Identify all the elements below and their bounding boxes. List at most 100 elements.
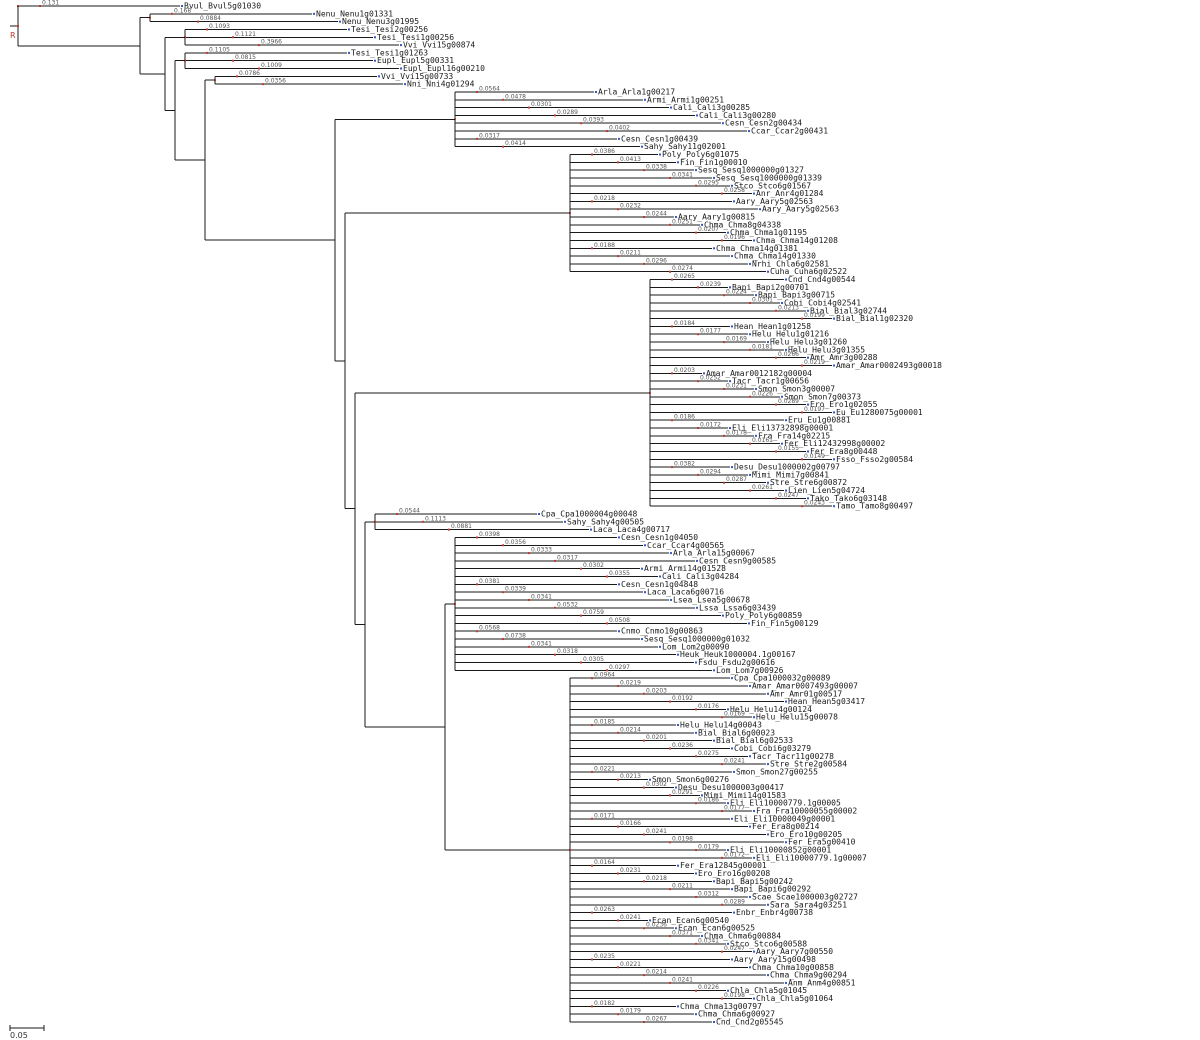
- tip-label: Fin_Fin1g00010: [680, 158, 748, 167]
- node-marker: [695, 989, 697, 992]
- branch-length-label: 0.0201: [646, 734, 667, 741]
- tip-label: Nrhi_Chla6g02581: [752, 259, 829, 268]
- tip-label: Vvi_Vvi15g00874: [403, 41, 475, 50]
- branch-length-label: 0.0232: [620, 203, 641, 210]
- node-marker: [671, 372, 673, 375]
- tip-marker: [753, 716, 755, 719]
- tip-marker: [404, 83, 406, 86]
- node-marker: [591, 153, 593, 156]
- node-marker: [617, 872, 619, 875]
- tip-marker: [755, 387, 757, 390]
- tip-label: Chla_Chla5g01045: [730, 986, 807, 995]
- node-marker: [476, 630, 478, 633]
- scale-bar: 0.05: [9, 1025, 45, 1040]
- node-marker: [671, 278, 673, 281]
- branch-length-label: 0.0179: [620, 1008, 641, 1015]
- tip-marker: [749, 825, 751, 828]
- branch-length-label: 0.0786: [239, 70, 260, 77]
- branch-length-label: 0.0414: [505, 140, 526, 147]
- node-marker: [617, 255, 619, 258]
- tip-label: Bapi_Bapi3g00715: [758, 291, 835, 300]
- branch-length-label: 0.0381: [479, 578, 500, 585]
- branch-length-label: 0.0274: [672, 265, 693, 272]
- node-marker: [528, 645, 530, 648]
- tip-marker: [727, 849, 729, 852]
- tip-label: Hean_Hean5g03417: [788, 697, 865, 706]
- tip-label: Eu_Eu1280075g00001: [836, 408, 923, 417]
- node-marker: [643, 169, 645, 172]
- node-marker: [476, 90, 478, 93]
- tip-marker: [807, 356, 809, 359]
- branch-length-label: 0.0164: [594, 859, 615, 866]
- tip-label: Tesi_Tesi1g01263: [351, 48, 428, 57]
- tip-label: Eru_Eu1g00881: [788, 416, 851, 425]
- node-marker: [697, 380, 699, 383]
- node-marker: [502, 98, 504, 101]
- node-marker: [671, 325, 673, 328]
- tip-label: Amr_Amr3g00288: [810, 353, 878, 362]
- node-marker: [591, 864, 593, 867]
- node-marker: [669, 223, 671, 226]
- node-marker: [606, 622, 608, 625]
- tip-label: Hean_Hean1g01258: [734, 322, 811, 331]
- tip-label: Amar_Amar0012182g00004: [706, 369, 812, 378]
- node-marker: [606, 130, 608, 133]
- tip-marker: [675, 927, 677, 930]
- branch-length-label: 0.0172: [724, 851, 745, 858]
- branch-length-label: 0.1121: [235, 31, 256, 38]
- tip-marker: [595, 90, 597, 93]
- tip-marker: [696, 559, 698, 562]
- branch-length-label: 0.0289: [724, 898, 745, 905]
- node-marker: [671, 419, 673, 422]
- branch-length-label: 0.0166: [620, 820, 641, 827]
- tip-label: Mimi_Mimi7g00841: [752, 470, 829, 479]
- branch-length-label: 0.0221: [620, 961, 641, 968]
- tip-label: Lom_Lom7g00926: [716, 666, 784, 675]
- tip-marker: [703, 372, 705, 375]
- branch-length-label: 0.0815: [235, 54, 256, 61]
- tip-marker: [785, 841, 787, 844]
- tip-marker: [727, 989, 729, 992]
- node-marker: [643, 880, 645, 883]
- tip-marker: [670, 106, 672, 109]
- node-marker: [695, 755, 697, 758]
- tip-marker: [313, 12, 315, 15]
- tip-label: Helu_Helu14g00043: [680, 721, 762, 730]
- tip-marker: [833, 364, 835, 367]
- node-marker: [422, 520, 424, 523]
- branch-length-label: 0.0178: [726, 429, 747, 436]
- node-marker: [171, 12, 173, 15]
- node-marker: [695, 942, 697, 945]
- branch-length-label: 0.0207: [698, 226, 719, 233]
- tip-marker: [722, 122, 724, 125]
- branch-length-label: 0.0211: [672, 883, 693, 890]
- node-marker: [643, 262, 645, 265]
- node-marker: [206, 28, 208, 31]
- tip-label: Anm_Anm4g00851: [788, 978, 856, 987]
- tip-label: Fer_Era8g00214: [752, 822, 820, 831]
- node-marker: [232, 59, 234, 62]
- branch-length-label: 0.0241: [646, 828, 667, 835]
- node-marker: [591, 958, 593, 961]
- tip-marker: [729, 427, 731, 430]
- tip-label: Cpa_Cpa1000032g00089: [734, 674, 831, 683]
- tip-marker: [378, 75, 380, 78]
- node-marker: [695, 802, 697, 805]
- branch-length-label: 0.0236: [646, 922, 667, 929]
- branch-length-label: 0.0199: [804, 312, 825, 319]
- tip-marker: [713, 739, 715, 742]
- tip-label: Helu_Helu1g01216: [752, 330, 829, 339]
- tip-label: Ero_Ero16g00208: [698, 869, 770, 878]
- node-marker: [723, 294, 725, 297]
- tip-label: Chma_Chma10g00858: [752, 963, 834, 972]
- tip-marker: [781, 301, 783, 304]
- node-marker: [591, 770, 593, 773]
- branch-length-label: 0.0478: [505, 93, 526, 100]
- branch-length-label: 0.0155: [778, 445, 799, 452]
- tip-marker: [659, 575, 661, 578]
- branch-length-label: 0.0247: [778, 492, 799, 499]
- branch-length-label: 0.0266: [778, 351, 799, 358]
- node-marker: [617, 825, 619, 828]
- branch-length-label: 0.0161: [752, 437, 773, 444]
- branch-length-label: 0.0149: [804, 453, 825, 460]
